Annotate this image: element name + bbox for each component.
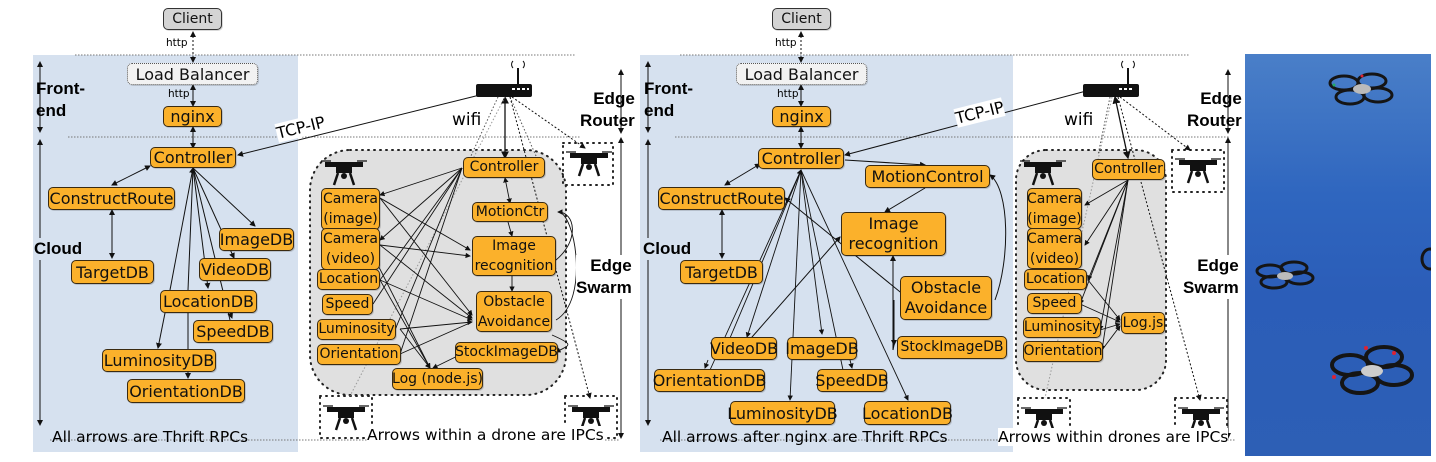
- edge-router-l1: Edge: [1200, 89, 1242, 108]
- image-db-node: ImageDB: [785, 337, 859, 360]
- orientation-node: Orientation: [317, 344, 401, 365]
- edge-swarm-l1: Edge: [590, 256, 632, 275]
- orientation-node: Orientation: [1023, 341, 1103, 362]
- speed-db-node: SpeedDB: [815, 369, 889, 392]
- load-balancer-node: Load Balancer: [736, 63, 867, 85]
- location-db-node: LocationDB: [160, 290, 257, 313]
- photo-drone: [1330, 345, 1414, 395]
- target-db-node: TargetDB: [71, 260, 154, 284]
- construct-route-node: ConstructRoute: [48, 187, 175, 210]
- cloud-controller-node: Controller: [150, 147, 236, 168]
- frontend-label: Front-end: [36, 78, 85, 122]
- motion-ctr-node: MotionCtr: [472, 202, 548, 222]
- camera-video-node: Camera (video): [321, 228, 380, 270]
- stock-image-db-node: StockImageDB: [455, 342, 558, 363]
- target-db-node: TargetDB: [680, 260, 763, 284]
- drone-icon: [321, 157, 367, 187]
- wifi-label: wifi: [452, 110, 482, 130]
- obstacle-avoidance-node: Obstacle Avoidance: [900, 276, 992, 320]
- photo-drone: [1420, 247, 1431, 271]
- drone-icon: [568, 402, 614, 432]
- log-node: Log (node.js): [392, 368, 483, 390]
- cloud-label: Cloud: [34, 238, 83, 260]
- camera-video-node: Camera (video): [1027, 228, 1082, 269]
- drone-icon: [1175, 155, 1221, 185]
- location-node: Location: [317, 269, 380, 290]
- frontend-label: Front-end: [644, 78, 693, 122]
- http-label: http: [168, 88, 190, 100]
- drone-icon: [1178, 404, 1224, 434]
- edge-swarm-l2: Swarm: [576, 278, 632, 297]
- photo-drone: [1255, 260, 1315, 290]
- luminosity-db-node: LuminosityDB: [727, 401, 838, 425]
- drone-controller-node: Controller: [1092, 159, 1165, 180]
- cloud-caption: All arrows after nginx are Thrift RPCs: [662, 428, 948, 446]
- router-icon: [1083, 60, 1139, 97]
- cloud-label: Cloud: [643, 238, 692, 260]
- speed-db-node: SpeedDB: [193, 320, 273, 343]
- orientation-db-node: OrientationDB: [127, 379, 245, 403]
- video-db-node: VideoDB: [709, 337, 779, 360]
- http-label: http: [775, 37, 797, 49]
- edge-swarm-l2: Swarm: [1183, 278, 1239, 297]
- drone-frame: [1171, 149, 1225, 193]
- luminosity-node: Luminosity: [1023, 317, 1101, 338]
- camera-image-node: Camera (image): [1027, 188, 1082, 229]
- frontend-label-l2: end: [644, 101, 675, 120]
- image-recognition-node: Image recognition: [841, 212, 946, 256]
- location-node: Location: [1024, 269, 1087, 290]
- edge-router-l2: Router: [580, 111, 635, 130]
- nginx-node: nginx: [772, 106, 831, 127]
- video-db-node: VideoDB: [199, 258, 271, 281]
- speed-node: Speed: [322, 294, 373, 315]
- drone-frame: [562, 142, 614, 186]
- camera-image-node: Camera (image): [321, 188, 380, 230]
- photo-drone: [1328, 72, 1394, 106]
- drone-caption: Arrows within a drone are IPCs: [367, 426, 604, 444]
- router-icon: [476, 60, 532, 97]
- edge-router-l2: Router: [1187, 111, 1242, 130]
- http-label: http: [777, 88, 799, 100]
- frontend-label-l2: end: [36, 101, 67, 120]
- wifi-label: wifi: [1064, 110, 1094, 130]
- drone-controller-node: Controller: [463, 157, 545, 178]
- drone-icon: [1020, 157, 1066, 187]
- image-recognition-node: Image recognition: [472, 236, 556, 276]
- client-node: Client: [163, 8, 222, 30]
- http-label: http: [166, 37, 188, 49]
- log-node: Log.js: [1121, 312, 1165, 334]
- construct-route-node: ConstructRoute: [658, 187, 785, 210]
- drone-swarm-photo: [1245, 54, 1431, 456]
- image-db-node: ImageDB: [219, 228, 294, 251]
- drone-icon: [323, 402, 369, 432]
- stock-image-db-node: StockImageDB: [897, 336, 1007, 359]
- frontend-label-l1: Front-: [36, 79, 86, 98]
- luminosity-node: Luminosity: [317, 319, 396, 340]
- location-db-node: LocationDB: [862, 401, 953, 425]
- load-balancer-node: Load Balancer: [127, 63, 258, 85]
- client-node: Client: [772, 8, 831, 30]
- speed-node: Speed: [1027, 293, 1082, 314]
- luminosity-db-node: LuminosityDB: [102, 349, 216, 372]
- drone-frame: [319, 395, 373, 439]
- drone-caption: Arrows within drones are IPCs: [998, 428, 1229, 446]
- obstacle-avoidance-node: Obstacle Avoidance: [476, 291, 552, 332]
- cloud-controller-node: Controller: [758, 148, 844, 169]
- nginx-node: nginx: [163, 106, 222, 127]
- orientation-db-node: OrientationDB: [652, 369, 767, 392]
- drone-icon: [566, 148, 612, 178]
- edge-swarm-l1: Edge: [1197, 256, 1239, 275]
- cloud-caption: All arrows are Thrift RPCs: [52, 428, 249, 446]
- edge-router-l1: Edge: [593, 89, 635, 108]
- motion-control-node: MotionControl: [865, 165, 990, 188]
- frontend-label-l1: Front-: [644, 79, 694, 98]
